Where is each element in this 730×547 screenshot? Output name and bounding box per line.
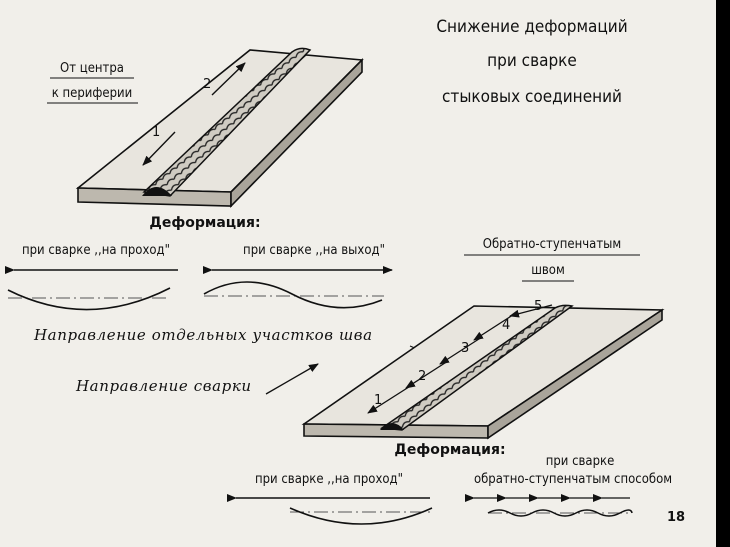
top-case-through-label: при сварке ,,на проход" — [22, 243, 170, 258]
title-line-1: Снижение деформаций — [436, 17, 627, 37]
segment-direction-label: Направление отдельных участков шва — [33, 326, 373, 344]
bottom-case-through-deformation-curve — [289, 507, 433, 525]
segment-5-label: 5 — [534, 299, 542, 314]
top-direction-arrows — [142, 62, 246, 166]
segment-4-label: 4 — [502, 318, 510, 333]
top-pass-2-label: 2 — [203, 77, 211, 92]
top-case-through-deformation-curve — [7, 287, 171, 311]
slide-frame-edge — [716, 0, 730, 547]
top-method-label-line-2: к периферии — [52, 86, 132, 101]
title-line-2: при сварке — [487, 51, 577, 71]
top-pass-1-label: 1 — [152, 125, 160, 140]
top-case-outward-deformation-curve — [203, 281, 383, 309]
segment-1-label: 1 — [374, 393, 382, 408]
welding-direction-arrow — [265, 363, 319, 395]
bottom-case-through-label: при сварке ,,на проход" — [255, 472, 403, 487]
bottom-case-backstep-deformation-curve — [487, 509, 633, 517]
bottom-method-label-line-1: Обратно-ступенчатым — [483, 237, 621, 252]
bottom-method-label-line-2: швом — [531, 263, 565, 278]
bottom-weld-bead — [379, 304, 574, 431]
title-line-3: стыковых соединений — [442, 87, 622, 107]
bottom-deformation-heading: Деформация: — [394, 442, 505, 458]
segment-3-label: 3 — [461, 341, 469, 356]
segment-2-label: 2 — [418, 369, 426, 384]
top-case-outward-label: при сварке ,,на выход" — [243, 243, 385, 258]
page-number: 18 — [667, 510, 685, 525]
top-deformation-heading: Деформация: — [149, 215, 260, 231]
bottom-case-backstep-label-line-1: при сварке — [546, 454, 615, 469]
bottom-case-backstep-label-line-2: обратно-ступенчатым способом — [474, 472, 672, 487]
welding-direction-label: Направление сварки — [75, 377, 252, 395]
top-method-label-line-1: От центра — [60, 61, 124, 76]
top-weld-bead — [142, 47, 312, 197]
bottom-segment-arrows — [367, 304, 553, 414]
